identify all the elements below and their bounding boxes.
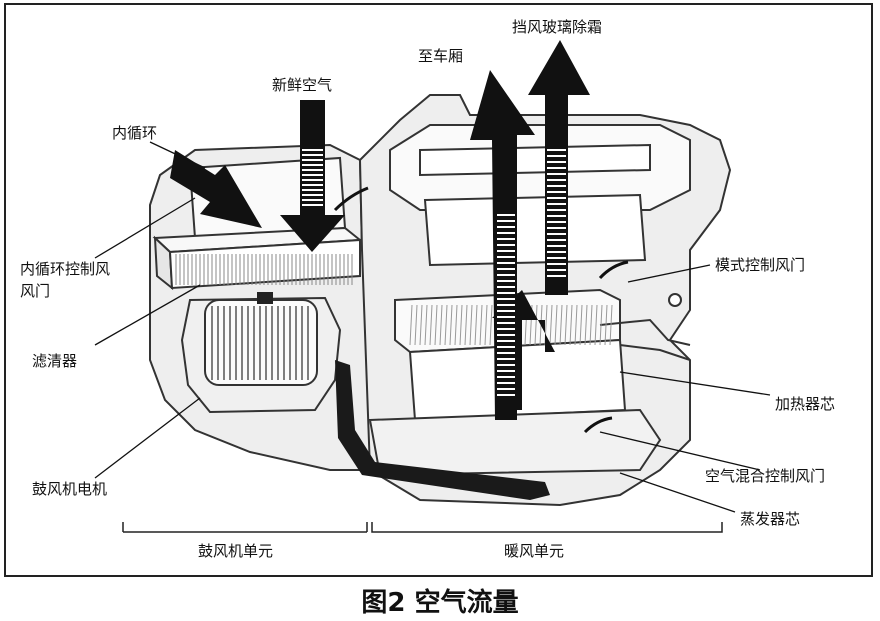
heater-fin xyxy=(444,304,448,346)
arrow-stripes xyxy=(302,149,566,396)
heater-fin xyxy=(419,304,423,346)
heater-fin xyxy=(609,304,613,346)
label-mode-door: 模式控制风门 xyxy=(715,256,806,274)
heater-fin xyxy=(464,304,468,346)
label-recirculation: 内循环 xyxy=(112,124,158,142)
label-filter: 滤清器 xyxy=(32,352,78,370)
heater-fin xyxy=(434,304,438,346)
heater-fin xyxy=(554,304,558,346)
heater-fin xyxy=(564,304,568,346)
door-swing-indicators xyxy=(333,186,629,434)
heater-fin xyxy=(454,304,458,346)
heater-fin xyxy=(409,304,413,346)
motor-shaft xyxy=(257,292,273,304)
heater-fin xyxy=(449,304,453,346)
heater-fin xyxy=(579,304,583,346)
label-recirc-door-line1: 内循环控制风 xyxy=(20,260,111,278)
label-windshield-defrost: 挡风玻璃除霜 xyxy=(512,18,603,36)
heater-fin xyxy=(479,304,483,346)
leader-lines xyxy=(94,141,771,513)
label-heater-core: 加热器芯 xyxy=(775,395,836,413)
label-heater-unit: 暖风单元 xyxy=(504,542,565,560)
figure-caption: 图2 空气流量 xyxy=(361,588,519,618)
label-blower-unit: 鼓风机单元 xyxy=(198,542,274,560)
heater-fin xyxy=(489,304,493,346)
label-blower-motor: 鼓风机电机 xyxy=(32,480,108,498)
heater-fin xyxy=(569,304,573,346)
heater-fin xyxy=(484,304,488,346)
heater-unit-housing xyxy=(358,94,732,507)
heater-fin xyxy=(459,304,463,346)
label-evaporator: 蒸发器芯 xyxy=(740,510,801,528)
recirculation-arrow xyxy=(170,150,262,228)
heater-fin xyxy=(559,304,563,346)
connecting-duct xyxy=(335,360,550,500)
filter-pleats xyxy=(175,254,353,285)
heater-fin xyxy=(469,304,473,346)
heater-fin xyxy=(474,304,478,346)
heater-fin xyxy=(589,304,593,346)
blower-fan-louvers xyxy=(211,306,309,380)
heater-fin xyxy=(549,304,553,346)
unit-brackets xyxy=(122,522,723,533)
label-fresh-air: 新鲜空气 xyxy=(272,76,333,94)
label-air-mix-door: 空气混合控制风门 xyxy=(705,467,826,485)
label-recirc-door-line2: 风门 xyxy=(20,282,51,300)
heater-fin xyxy=(584,304,588,346)
heater-fin xyxy=(599,304,603,346)
heater-fin xyxy=(424,304,428,346)
heater-fin xyxy=(534,304,538,346)
heater-fin xyxy=(429,304,433,346)
heater-fin xyxy=(594,304,598,346)
heater-fin xyxy=(574,304,578,346)
label-to-cabin: 至车厢 xyxy=(418,47,464,65)
heater-fin xyxy=(604,304,608,346)
heat-rise-arrow xyxy=(492,290,555,410)
heater-fin xyxy=(414,304,418,346)
heater-fin xyxy=(439,304,443,346)
